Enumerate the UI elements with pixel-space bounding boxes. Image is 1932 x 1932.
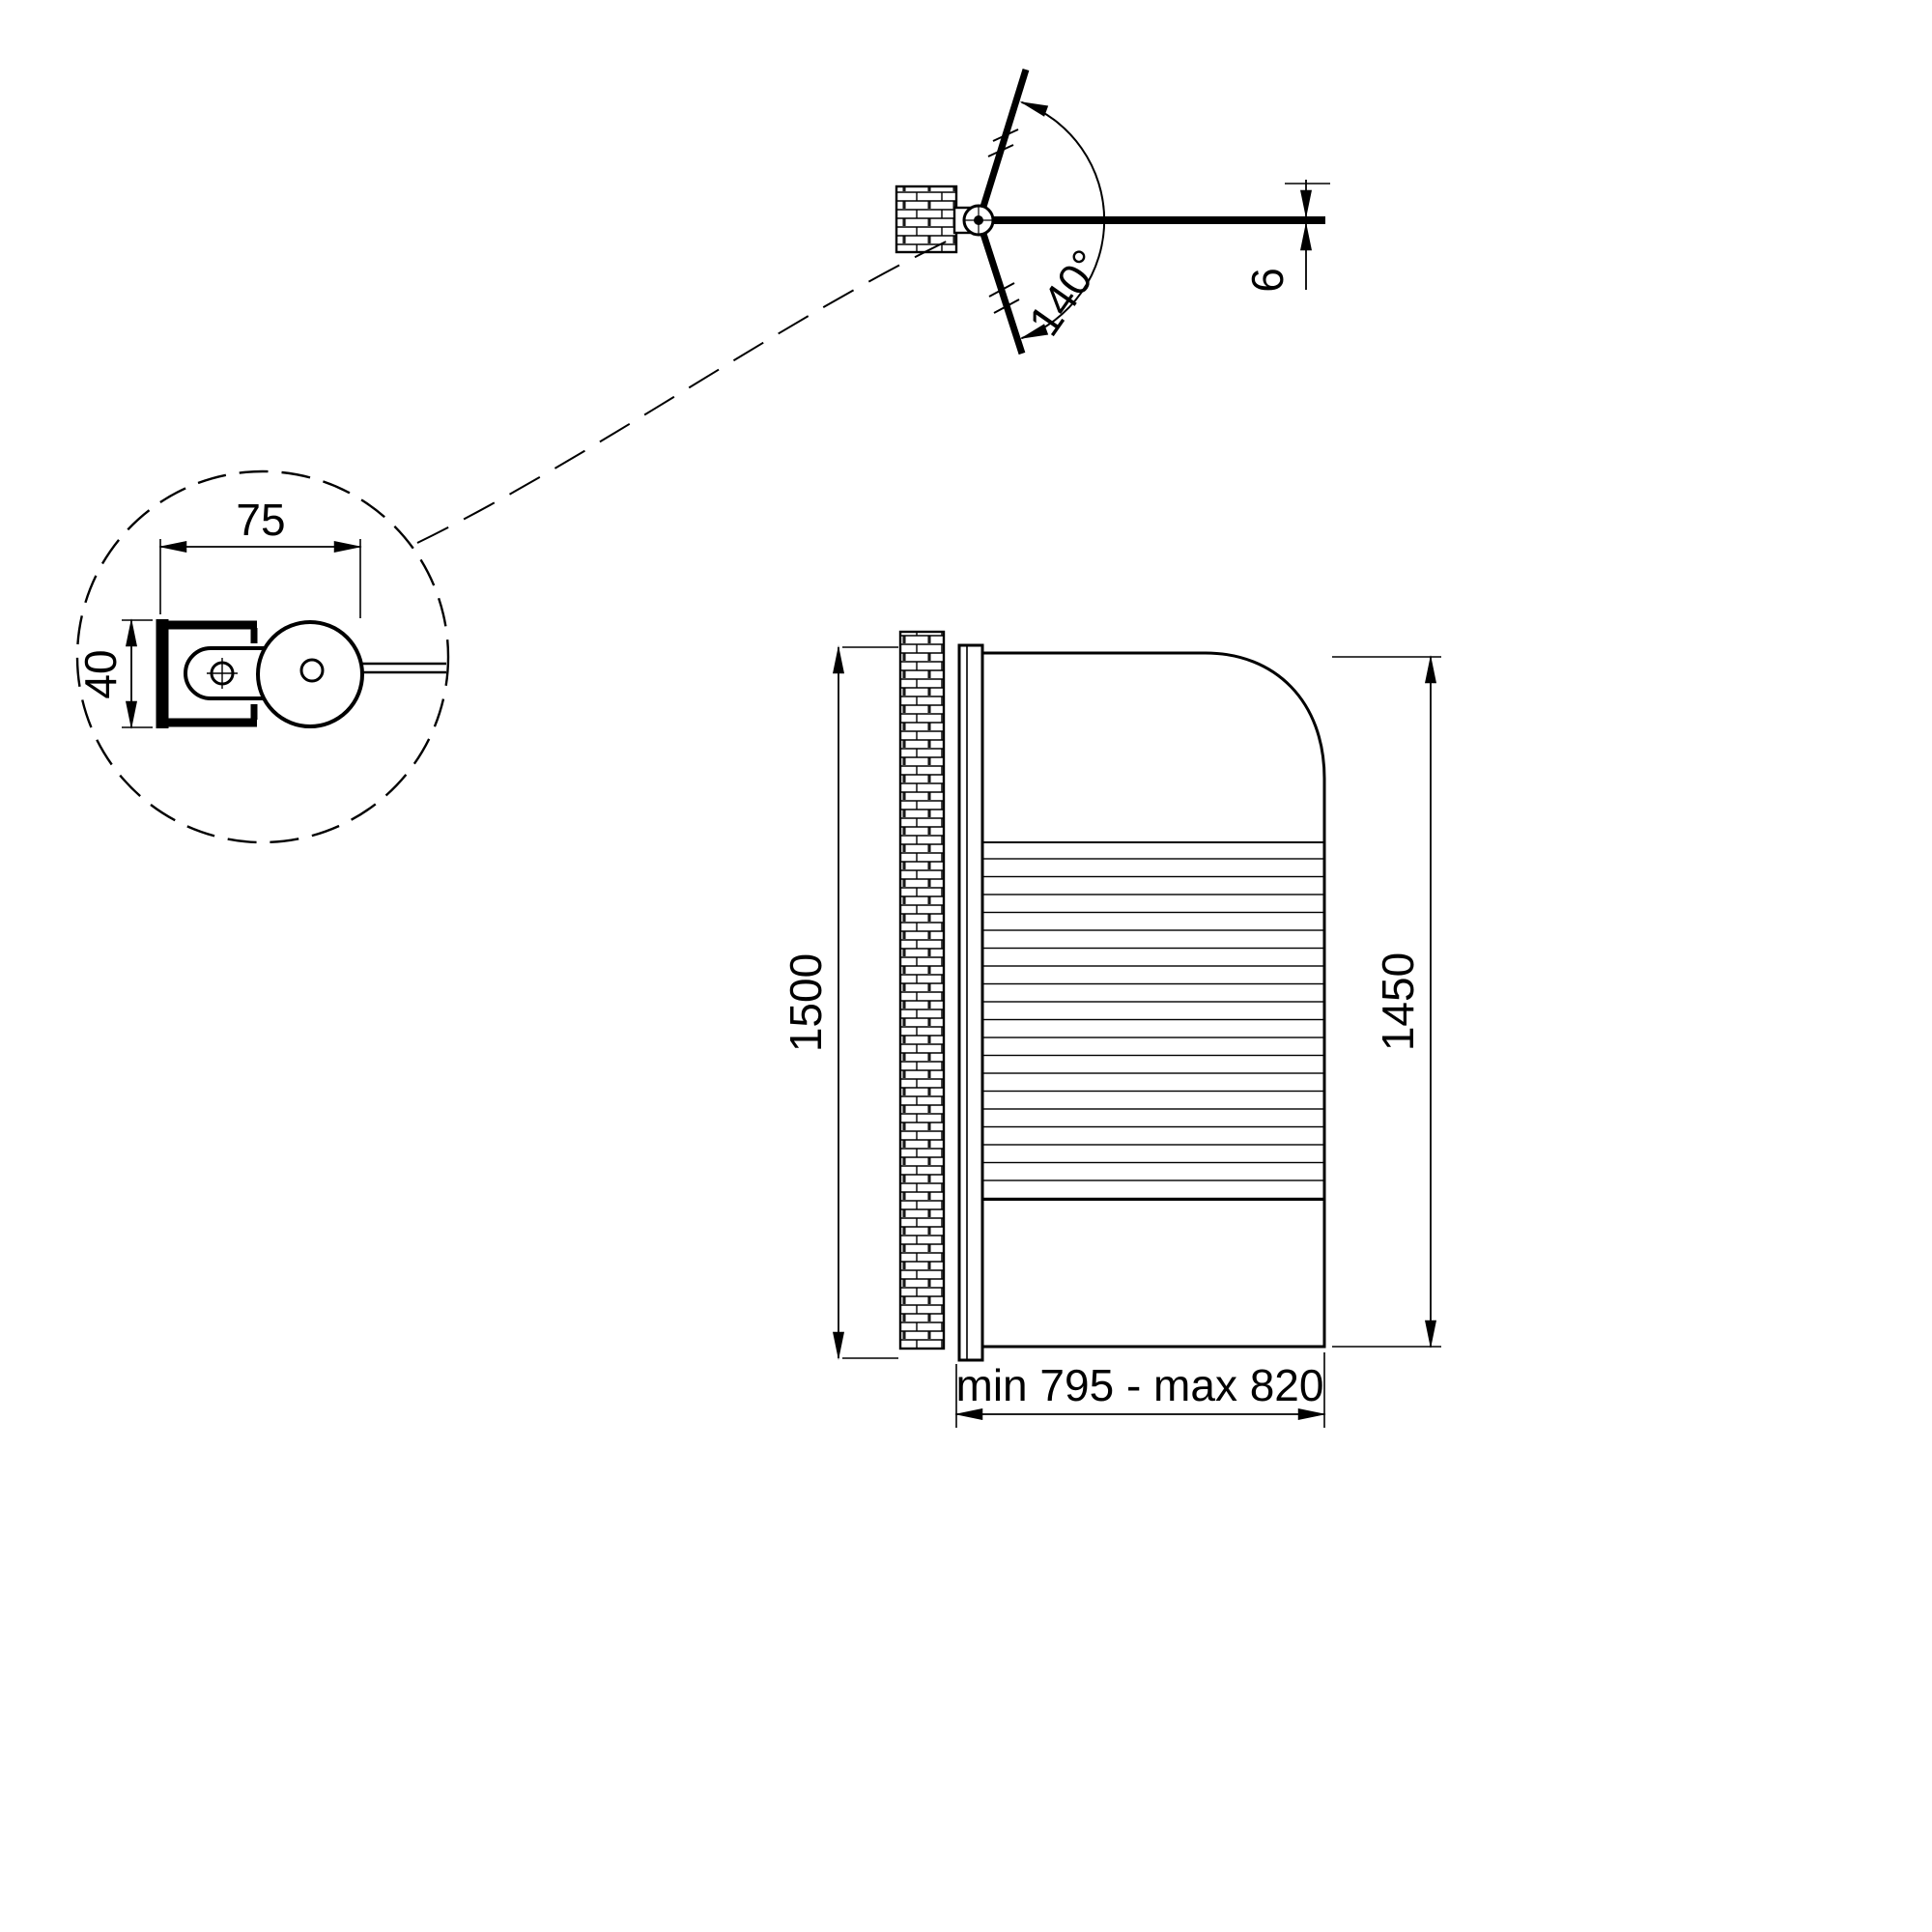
swing-arm-lower xyxy=(980,232,1026,355)
profile-depth-label: 40 xyxy=(75,649,126,698)
overall-height-dimension: 1500 xyxy=(781,644,898,1361)
overall-height-label: 1500 xyxy=(781,953,831,1052)
break-marks-upper xyxy=(987,128,1019,157)
detail-circle xyxy=(75,469,450,844)
glass-height-dimension: 1450 xyxy=(1332,654,1441,1350)
front-view: 1500 1450 min 795 - max 820 xyxy=(781,630,1441,1428)
frosted-stripe-band xyxy=(982,842,1324,1200)
hinge-wall-profile xyxy=(156,619,258,728)
hinge-knob-pin xyxy=(299,658,325,683)
glass-height-label: 1450 xyxy=(1373,952,1423,1051)
glass-thickness-dimension: 6 xyxy=(1242,180,1330,293)
hinge-detail-view: 75 40 xyxy=(75,469,450,844)
hinge-width-label: 75 xyxy=(236,495,285,545)
detail-leader-line xyxy=(416,235,959,544)
width-range-label: min 795 - max 820 xyxy=(956,1360,1324,1410)
wall-profile-bar xyxy=(957,643,984,1362)
wall-hatch-top-view xyxy=(895,185,958,254)
width-range-dimension: min 795 - max 820 xyxy=(953,1352,1327,1428)
top-view: 140° 6 xyxy=(895,68,1330,355)
profile-depth-dimension: 40 xyxy=(75,617,153,730)
swing-arc xyxy=(1019,100,1106,340)
hinge-width-dimension: 75 xyxy=(157,495,363,618)
wall-hatch-front-view xyxy=(898,630,946,1350)
swing-arm-upper xyxy=(980,68,1030,209)
break-marks-lower xyxy=(988,282,1020,314)
glass-thickness-label: 6 xyxy=(1242,268,1293,293)
